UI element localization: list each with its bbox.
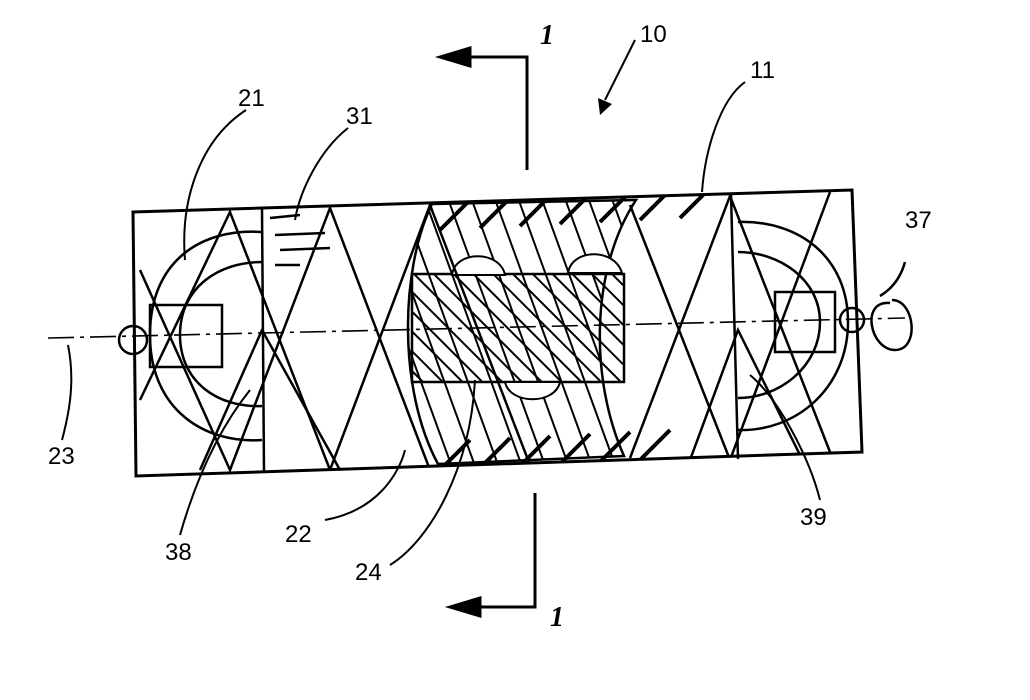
leader-lines [61, 39, 821, 566]
core-bubbles [450, 253, 624, 401]
arrow-10-head [598, 98, 612, 115]
housing-outline [131, 188, 864, 478]
diamond-lattice [138, 191, 832, 474]
label-core: 24 [355, 559, 382, 586]
label-assembly: 10 [640, 21, 667, 48]
label-ridge: 31 [346, 103, 373, 130]
section-label-top: 1 [540, 20, 554, 51]
label-left-seal: 38 [165, 539, 192, 566]
housing-top-hatch [438, 190, 712, 472]
label-housing: 11 [750, 57, 775, 84]
label-axis: 23 [48, 443, 75, 470]
label-end-bulb: 21 [238, 85, 265, 112]
label-rotation: 37 [905, 207, 932, 234]
section-label-bottom: 1 [550, 602, 564, 633]
label-right-seal: 39 [800, 504, 827, 531]
section-arrow-top [434, 45, 529, 170]
right-end-bulb [737, 220, 866, 432]
core-element [410, 272, 626, 384]
section-arrow-bottom [444, 493, 537, 619]
partitions [260, 193, 740, 473]
label-window: 22 [285, 521, 312, 548]
rotation-arrow [870, 261, 913, 352]
